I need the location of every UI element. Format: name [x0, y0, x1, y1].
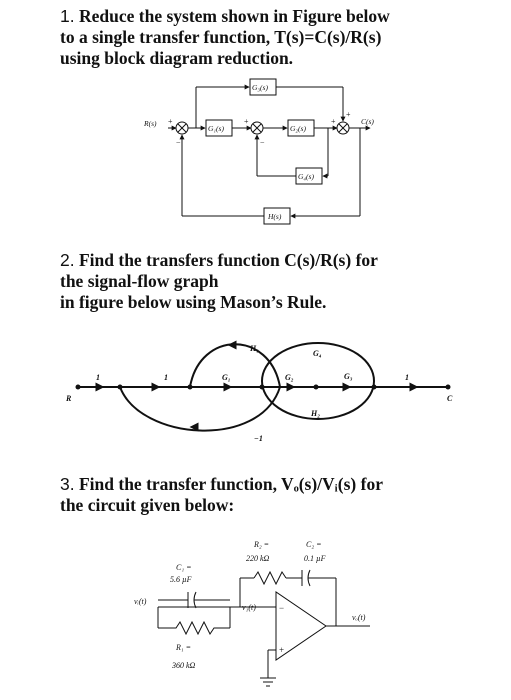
question-3-line-2: the circuit given below:: [60, 495, 235, 515]
question-2-line-3: in figure below using Mason’s Rule.: [60, 292, 327, 312]
question-1: 1. Reduce the system shown in Figure bel…: [60, 6, 390, 69]
block-g1-label: G₁(s): [208, 124, 224, 133]
sign-2-plus: +: [244, 117, 249, 126]
label-r2-name: R₂ =: [253, 540, 269, 549]
label-vin: vᵢ(t): [134, 597, 147, 606]
label-r1-name: R₁ =: [175, 643, 191, 652]
gain-g4: G₄: [313, 349, 322, 358]
gain-h1: H₁: [249, 344, 259, 353]
sign-3-plus-left: +: [331, 117, 336, 126]
resistor-r2: [253, 570, 287, 586]
input-label: R(s): [143, 119, 157, 128]
question-2-line-1: 2. Find the transfers function C(s)/R(s)…: [60, 250, 378, 270]
node-input-label: R: [65, 394, 72, 403]
block-g3-label: G₃(s): [252, 83, 268, 92]
label-r2-value: 220 kΩ: [246, 554, 270, 563]
gain-g3: G₃: [344, 372, 353, 381]
question-1-line-1: 1. Reduce the system shown in Figure bel…: [60, 6, 390, 26]
node-output-label: C: [447, 394, 453, 403]
question-2: 2. Find the transfers function C(s)/R(s)…: [60, 250, 378, 313]
gain-g2: G₂: [285, 373, 294, 382]
gain-g1: G₁: [222, 373, 231, 382]
label-v1: v₁(t): [242, 603, 256, 612]
label-c1-value: 5.6 µF: [170, 575, 192, 584]
question-3-line-1: 3. Find the transfer function, Vₒ(s)/Vᵢ(…: [60, 474, 383, 494]
block-g4-label: G₄(s): [298, 172, 314, 181]
branch-1-c: 1: [405, 373, 409, 382]
sign-1-minus: −: [176, 138, 181, 147]
gain-neg: −1: [254, 434, 263, 443]
block-h-label: H(s): [267, 212, 282, 221]
sign-3-plus-top: +: [346, 110, 351, 119]
question-3: 3. Find the transfer function, Vₒ(s)/Vᵢ(…: [60, 474, 383, 516]
gain-h2: H₂: [310, 409, 320, 418]
sign-2-minus: −: [260, 138, 265, 147]
opamp-minus-sign: −: [279, 603, 284, 613]
resistor-r1: [158, 620, 230, 636]
label-c2-name: C₂ =: [306, 540, 322, 549]
question-2-number: 2.: [60, 250, 75, 270]
block-g2-label: G₂(s): [290, 124, 306, 133]
feedback-loop-neg: [119, 386, 281, 432]
sign-1-plus: +: [168, 117, 173, 126]
question-3-number: 3.: [60, 474, 75, 494]
question-1-line-3: using block diagram reduction.: [60, 48, 294, 68]
label-c2-value: 0.1 µF: [304, 554, 326, 563]
op-amp: [275, 591, 327, 661]
branch-1-b: 1: [164, 373, 168, 382]
question-2-line-2: the signal-flow graph: [60, 271, 219, 291]
opamp-plus-sign: +: [279, 645, 284, 655]
label-c1-name: C₁ =: [176, 563, 192, 572]
label-r1-value: 360 kΩ: [171, 661, 196, 670]
question-1-line-2: to a single transfer function, T(s)=C(s)…: [60, 27, 382, 47]
question-1-number: 1.: [60, 6, 75, 26]
branch-1-a: 1: [96, 373, 100, 382]
label-vout: vₒ(t): [352, 613, 366, 622]
loop-g4-h2: [261, 342, 375, 420]
output-label: C(s): [361, 117, 374, 126]
